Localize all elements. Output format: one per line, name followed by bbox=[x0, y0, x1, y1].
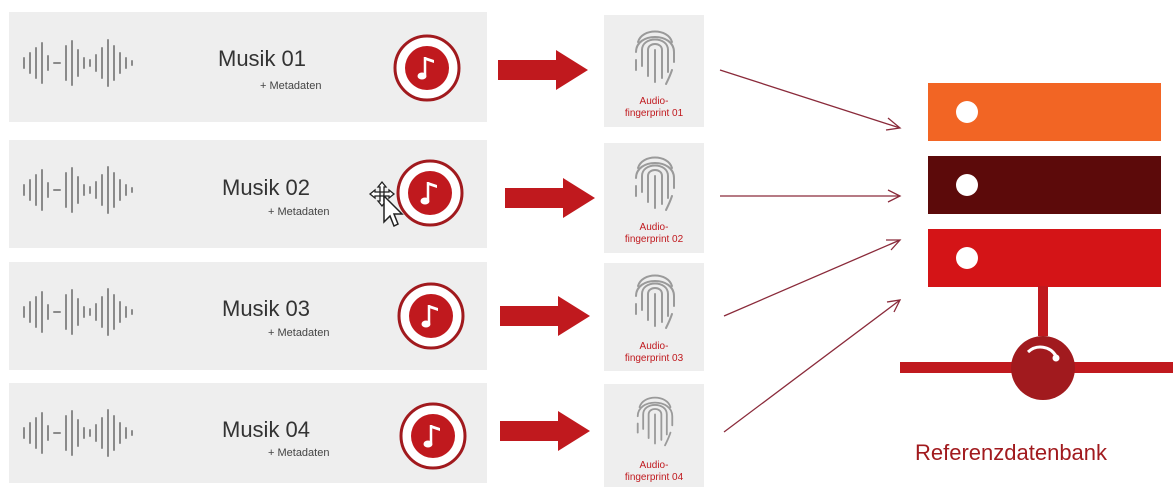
fingerprint-icon bbox=[636, 396, 674, 447]
connector-line bbox=[723, 299, 901, 433]
music-note-icon bbox=[397, 282, 465, 350]
connector-arrowhead bbox=[885, 117, 902, 131]
track-metadata: + Metadaten bbox=[260, 80, 322, 92]
music-note-icon bbox=[399, 402, 467, 470]
connector-arrowhead bbox=[886, 299, 902, 313]
waveform-icon bbox=[23, 166, 133, 214]
connector-arrowhead bbox=[887, 189, 902, 203]
fingerprint-label: Audio- fingerprint 04 bbox=[606, 460, 702, 484]
track-metadata: + Metadaten bbox=[268, 327, 330, 339]
fingerprint-label: Audio- fingerprint 02 bbox=[606, 222, 702, 246]
database-server-3 bbox=[928, 229, 1161, 287]
track-title: Musik 02 bbox=[222, 175, 311, 200]
database-server-1 bbox=[928, 83, 1161, 141]
track-title: Musik 03 bbox=[222, 296, 311, 321]
status-light bbox=[956, 247, 978, 269]
fingerprint-label: Audio- fingerprint 01 bbox=[606, 96, 702, 120]
fingerprint-label-line2: fingerprint 04 bbox=[624, 472, 684, 483]
arrow-right-icon bbox=[498, 50, 588, 90]
database-server-2 bbox=[928, 156, 1161, 214]
status-light bbox=[956, 101, 978, 123]
arrow-right-icon bbox=[505, 178, 595, 218]
track-metadata: + Metadaten bbox=[268, 206, 330, 218]
fingerprint-label-line1: Audio- bbox=[639, 96, 669, 107]
arrow-right-icon bbox=[500, 411, 590, 451]
fingerprint-icon bbox=[635, 274, 675, 329]
database-caption: Referenzdatenbank bbox=[915, 440, 1108, 465]
fingerprint-label-line1: Audio- bbox=[639, 460, 669, 471]
network-connector-icon bbox=[900, 286, 1173, 400]
fingerprint-icon bbox=[635, 30, 675, 85]
connector-arrowhead bbox=[886, 239, 902, 251]
fingerprint-label-line1: Audio- bbox=[639, 341, 669, 352]
fingerprint-card-4 bbox=[604, 384, 704, 487]
fingerprint-icon bbox=[635, 156, 675, 211]
track-metadata: + Metadaten bbox=[268, 447, 330, 459]
track-title: Musik 01 bbox=[218, 46, 307, 71]
music-note-icon bbox=[396, 159, 464, 227]
waveform-icon bbox=[23, 409, 133, 457]
connector-line bbox=[723, 239, 901, 317]
music-note-icon bbox=[393, 34, 461, 102]
track-title: Musik 04 bbox=[222, 417, 311, 442]
arrow-right-icon bbox=[500, 296, 590, 336]
connector-line bbox=[719, 69, 901, 129]
status-light bbox=[956, 174, 978, 196]
fingerprint-label-line1: Audio- bbox=[639, 222, 669, 233]
fingerprint-label-line2: fingerprint 02 bbox=[624, 234, 684, 245]
waveform-icon bbox=[23, 288, 133, 336]
fingerprint-label-line2: fingerprint 01 bbox=[624, 108, 684, 119]
fingerprint-label: Audio- fingerprint 03 bbox=[606, 341, 702, 365]
move-cursor-icon bbox=[368, 180, 404, 228]
fingerprint-label-line2: fingerprint 03 bbox=[624, 353, 684, 364]
waveform-icon bbox=[23, 39, 133, 87]
